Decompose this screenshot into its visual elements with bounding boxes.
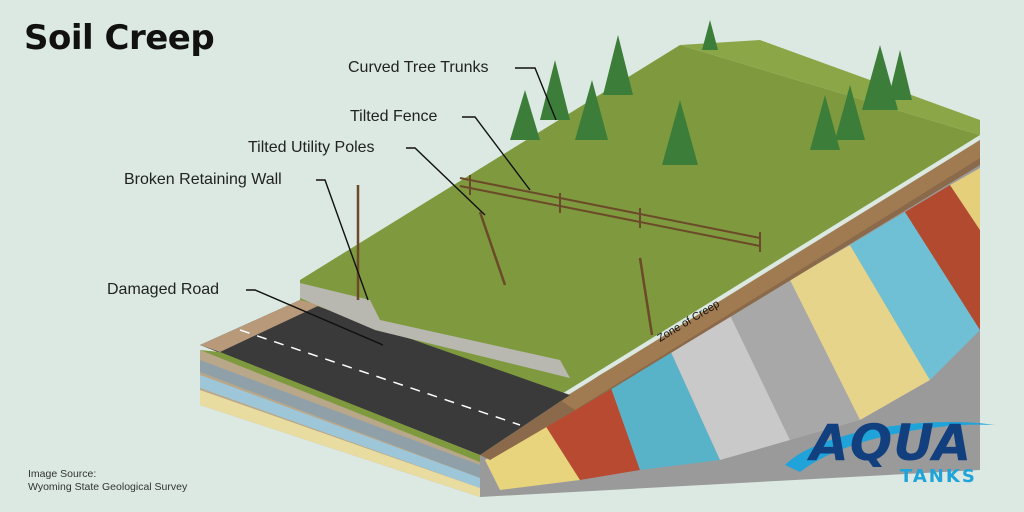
tilted-utility-poles-label: Tilted Utility Poles (248, 139, 375, 156)
fence (459, 175, 761, 252)
broken-retaining-wall-label: Broken Retaining Wall (124, 171, 282, 188)
curved-tree-trunks-label: Curved Tree Trunks (348, 59, 489, 76)
trees (510, 20, 912, 165)
side-strata (480, 140, 980, 497)
utility-poles (356, 185, 654, 336)
front-strata (200, 350, 480, 497)
tilted-fence-label: Tilted Fence (350, 108, 438, 125)
logo-swoosh (785, 421, 995, 472)
logo-word: AQUA (810, 414, 973, 472)
retaining-wall (300, 283, 570, 378)
image-source-heading: Image Source: (28, 468, 97, 480)
image-source: Image Source: Wyoming State Geological S… (28, 468, 187, 494)
logo-sub: TANKS (900, 466, 977, 487)
diagram-title: Soil Creep (24, 18, 215, 58)
leader-lines (246, 67, 557, 346)
damaged-road-label: Damaged Road (107, 281, 220, 298)
image-source-name: Wyoming State Geological Survey (28, 481, 188, 493)
road-surface (200, 300, 570, 455)
aqua-tanks-logo: AQUA TANKS (780, 410, 1000, 500)
